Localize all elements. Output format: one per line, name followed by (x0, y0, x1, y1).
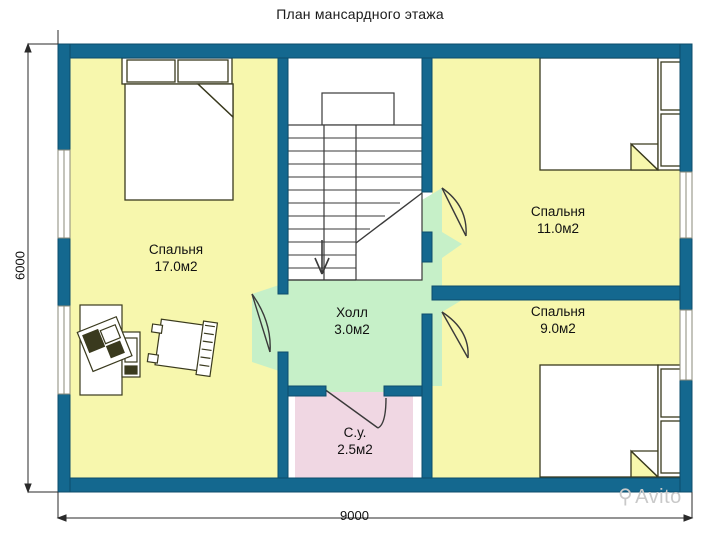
wall-exterior-right-upper (679, 43, 693, 173)
wall-exterior-left-lower (57, 393, 71, 493)
room-fill-bathroom (295, 392, 413, 478)
door-swings (251, 187, 469, 429)
wall-interior-right-vertical-bottom (421, 313, 433, 479)
furniture-desk-left-bedroom (76, 304, 141, 396)
wall-interior-left-vertical (277, 57, 289, 295)
wall-interior-left-vertical-lower (277, 351, 289, 479)
furniture-bed-top-right (539, 57, 687, 171)
window-right-upper (679, 171, 693, 239)
dimension-lines (24, 30, 694, 522)
avito-watermark: ⚲Avito (618, 484, 682, 509)
wall-exterior-top (57, 43, 693, 59)
walls (57, 43, 693, 493)
furniture-bed-bottom-right (539, 364, 687, 478)
window-right-lower (679, 309, 693, 381)
wall-exterior-right-middle (679, 237, 693, 311)
window-left-upper (57, 149, 71, 239)
wall-exterior-left-upper (57, 43, 71, 151)
wall-interior-bathroom-left (287, 385, 327, 397)
watermark-mark: ⚲ (618, 486, 634, 508)
wall-interior-right-horizontal (431, 285, 681, 301)
wall-interior-right-vertical-top (421, 57, 433, 193)
window-left-lower (57, 305, 71, 395)
wall-interior-right-vertical-mid (421, 231, 433, 263)
dimension-label-height: 6000 (12, 251, 28, 280)
page-title: План мансардного этажа (276, 6, 444, 22)
furniture-staircase (287, 58, 423, 281)
wall-interior-bathroom-right (383, 385, 423, 397)
wall-exterior-bottom (57, 477, 693, 493)
furniture-armchair-left-bedroom (146, 318, 219, 378)
wall-exterior-left-middle (57, 237, 71, 307)
wall-exterior-right-lower (679, 379, 693, 493)
furniture-bed-left-bedroom (121, 57, 234, 201)
dimension-label-width: 9000 (340, 508, 369, 523)
windows (57, 149, 693, 395)
watermark-text: Avito (635, 486, 682, 508)
